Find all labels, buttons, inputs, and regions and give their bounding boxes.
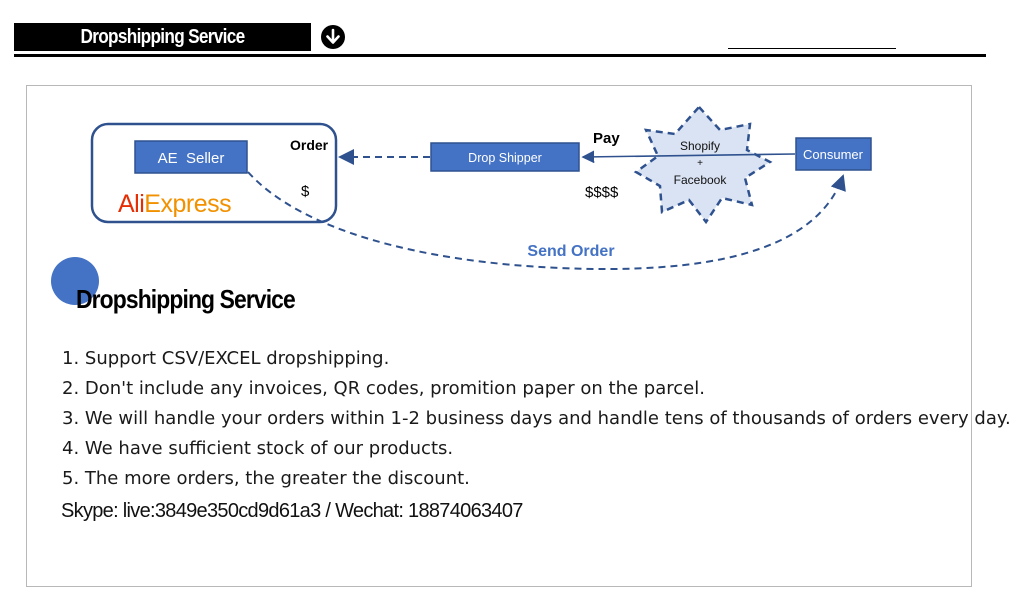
order-label: Order: [290, 137, 329, 153]
contact-info: Skype: live:3849e350cd9d61a3 / Wechat: 1…: [61, 500, 523, 522]
features-list: 1. Support CSV/EXCEL dropshipping. 2. Do…: [62, 344, 1011, 494]
pay-label: Pay: [593, 130, 620, 147]
dropshipping-flow-diagram: AE Seller AliExpress Order $ Drop Shippe…: [90, 105, 872, 271]
ae-seller-label: AE Seller: [158, 150, 225, 167]
star-shopify-label: Shopify: [680, 139, 720, 153]
section-bullet-circle: [51, 257, 99, 305]
consumer-label: Consumer: [803, 147, 864, 162]
consumer-box: [795, 137, 872, 171]
header-short-line: [728, 48, 896, 49]
feature-item: 3. We will handle your orders within 1-2…: [62, 408, 1011, 429]
drop-shipper-box: [430, 142, 580, 172]
pay-arrow: [581, 150, 796, 164]
section-title: Dropshipping Service: [76, 284, 296, 314]
drop-shipper-label: Drop Shipper: [468, 151, 542, 165]
dollars-label: $$$$: [585, 184, 619, 201]
feature-item: 1. Support CSV/EXCEL dropshipping.: [62, 348, 390, 369]
feature-item: 2. Don't include any invoices, QR codes,…: [62, 378, 705, 399]
arrow-down-circle-icon: [321, 25, 345, 49]
header-underline: [14, 54, 986, 57]
send-order-label: Send Order: [527, 243, 614, 260]
seller-dollar-label: $: [301, 183, 310, 200]
shopify-facebook-star: [633, 105, 773, 225]
feature-item: 4. We have sufficient stock of our produ…: [62, 438, 454, 459]
feature-item: 5. The more orders, the greater the disc…: [62, 468, 470, 489]
header-title-bar: Dropshipping Service: [14, 23, 311, 51]
star-plus-label: +: [697, 158, 703, 169]
star-facebook-label: Facebook: [674, 173, 728, 187]
aliexpress-logo: AliExpress: [118, 190, 231, 218]
ae-seller-box: [134, 140, 248, 174]
header-title: Dropshipping Service: [80, 26, 245, 48]
